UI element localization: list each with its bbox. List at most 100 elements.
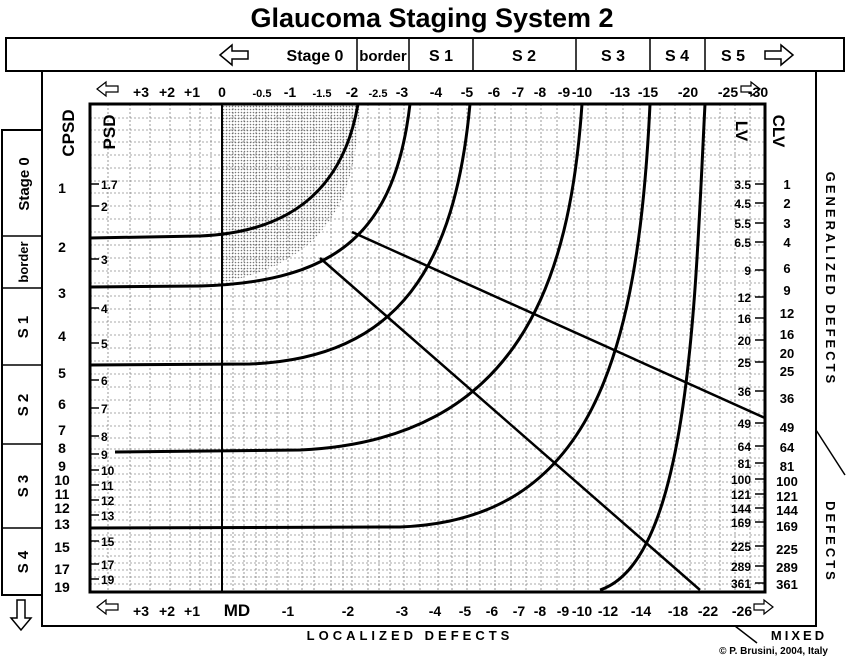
lv-tick: 4.5 [734, 197, 751, 211]
lv-tick: 3.5 [734, 178, 751, 192]
psd-axis-label: PSD [100, 115, 119, 150]
cpsd-tick: 2 [58, 239, 66, 255]
bottom-md-tick: -7 [513, 603, 526, 619]
bottom-md-tick: -12 [598, 603, 618, 619]
chart-frame [41, 70, 817, 627]
lv-tick: 289 [731, 560, 751, 574]
cpsd-tick: 3 [58, 285, 66, 301]
lv-tick: 25 [738, 356, 752, 370]
lv-tick: 144 [731, 502, 751, 516]
cpsd-tick: 13 [54, 516, 70, 532]
stage-boundary-curve [599, 103, 707, 592]
lv-tick: 100 [731, 473, 751, 487]
bottom-md-tick: MD [224, 601, 250, 620]
credit-text: © P. Brusini, 2004, Italy [719, 646, 828, 657]
cpsd-tick: 4 [58, 328, 66, 344]
clv-axis-label: CLV [769, 115, 788, 148]
top-md-tick: -2 [346, 84, 359, 100]
clv-tick: 225 [776, 542, 798, 557]
clv-tick: 121 [776, 489, 798, 504]
psd-tick: 8 [101, 430, 108, 444]
clv-tick: 169 [776, 519, 798, 534]
cpsd-tick: 8 [58, 440, 66, 456]
psd-tick: 10 [101, 464, 115, 478]
defect-type-line [319, 257, 701, 591]
top-stage-label: S 1 [429, 48, 453, 65]
cpsd-tick: 12 [54, 500, 70, 516]
top-stage-label: S 3 [601, 48, 625, 65]
lv-tick: 361 [731, 577, 751, 591]
left-arrow-icon [218, 43, 249, 67]
top-stage-label: S 4 [665, 48, 689, 65]
cpsd-tick: 10 [54, 472, 70, 488]
lv-tick: 121 [731, 488, 751, 502]
top-stage-band: Stage 0 border S 1 S 2 S 3 S 4 S 5 [5, 37, 845, 72]
stage-boundary-curve [89, 103, 652, 530]
top-left-arrow-icon [96, 80, 119, 98]
cpsd-tick: 19 [54, 579, 70, 595]
top-md-tick: -5 [461, 84, 474, 100]
cpsd-tick: 1 [58, 180, 66, 196]
lv-tick: 49 [738, 417, 752, 431]
stage-boundary-curve [89, 103, 360, 240]
clv-tick: 12 [780, 306, 794, 321]
top-md-tick: +3 [133, 84, 149, 100]
top-md-tick: -0.5 [253, 88, 272, 100]
top-md-tick: +2 [159, 84, 175, 100]
bottom-right-arrow-icon [753, 598, 774, 616]
cpsd-tick: 7 [58, 422, 66, 438]
top-md-tick: -25 [718, 84, 738, 100]
cpsd-tick: 17 [54, 561, 70, 577]
defect-type-line [351, 230, 766, 420]
bottom-md-tick: +2 [159, 603, 175, 619]
clv-tick: 16 [780, 327, 794, 342]
top-md-tick: -10 [572, 84, 592, 100]
left-stage-label: S 4 [15, 550, 32, 573]
defect-type-lines [319, 230, 766, 591]
top-md-tick: -20 [678, 84, 698, 100]
bottom-md-tick: -26 [732, 603, 752, 619]
bottom-md-tick: +3 [133, 603, 149, 619]
bottom-md-tick: -2 [342, 603, 355, 619]
clv-tick: 2 [783, 196, 790, 211]
lv-tick: 64 [738, 440, 752, 454]
top-md-tick: -13 [610, 84, 630, 100]
cpsd-tick: 15 [54, 539, 70, 555]
psd-tick: 1.7 [101, 178, 118, 192]
psd-tick: 17 [101, 558, 115, 572]
psd-tick: 9 [101, 448, 108, 462]
clv-tick: 6 [783, 261, 790, 276]
top-md-tick: -30 [748, 84, 768, 100]
clv-tick: 361 [776, 577, 798, 592]
top-md-tick: -3 [396, 84, 409, 100]
chart-title: Glaucoma Staging System 2 [250, 3, 613, 33]
left-stage-band: Stage 0 border S 1 S 2 S 3 S 4 [1, 129, 43, 632]
psd-tick: 19 [101, 573, 115, 587]
bottom-md-tick: -5 [459, 603, 472, 619]
left-stage-label: S 2 [15, 394, 32, 417]
psd-tick: 3 [101, 253, 108, 267]
lv-tick: 12 [738, 291, 752, 305]
psd-tick: 7 [101, 402, 108, 416]
bottom-md-tick: -22 [698, 603, 718, 619]
left-stage-label: S 3 [15, 475, 32, 498]
top-md-tick: -1 [284, 84, 297, 100]
clv-tick: 100 [776, 474, 798, 489]
bottom-md-tick: -1 [282, 603, 295, 619]
top-stage-label: Stage 0 [287, 48, 344, 65]
top-md-tick: 0 [218, 84, 226, 100]
lv-tick: 16 [738, 312, 752, 326]
stage-boundary-curve [89, 103, 472, 367]
defects-label: DEFECTS [823, 501, 838, 583]
top-md-tick: -6 [488, 84, 501, 100]
lv-tick: 20 [738, 334, 752, 348]
left-stage-label: Stage 0 [16, 157, 33, 210]
clv-tick: 3 [783, 216, 790, 231]
psd-tick: 6 [101, 374, 108, 388]
clv-tick: 49 [780, 420, 794, 435]
mixed-label: MIXED [771, 628, 827, 643]
bottom-md-tick: -18 [668, 603, 688, 619]
cpsd-tick: 11 [55, 486, 70, 502]
